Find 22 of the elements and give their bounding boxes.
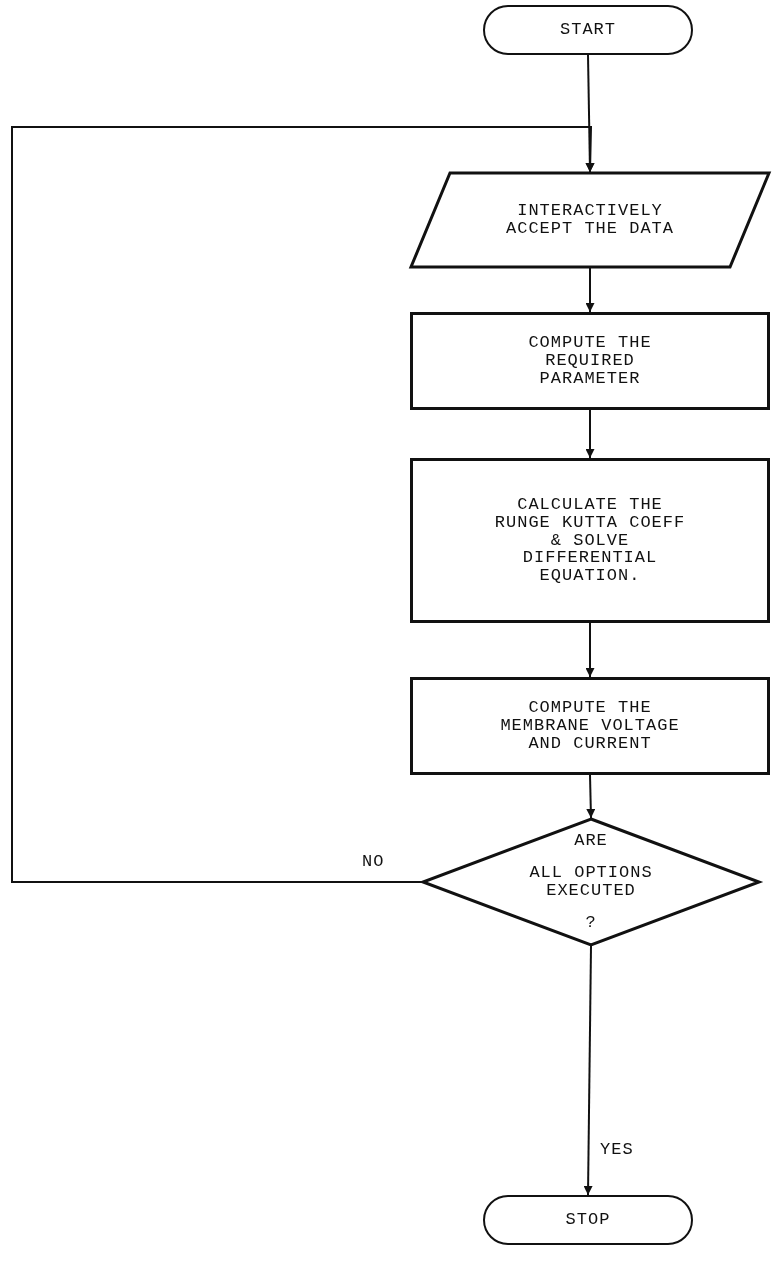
node-text: START: [560, 21, 616, 39]
arrow: [585, 622, 595, 678]
arrow: [11, 126, 595, 883]
decision-diamond: [422, 818, 760, 946]
process-box: [410, 312, 770, 410]
start-terminal: [483, 5, 693, 55]
process-box: [410, 677, 770, 775]
node-text: COMPUTE THE MEMBRANE VOLTAGE AND CURRENT: [499, 699, 681, 753]
node-text: ?: [585, 914, 597, 932]
stop-terminal: [483, 1195, 693, 1245]
input-parallelogram: [410, 172, 770, 268]
node-text: COMPUTE THE REQUIRED PARAMETER: [527, 334, 653, 388]
node-text: INTERACTIVELY ACCEPT THE DATA: [505, 202, 675, 238]
process-box: [410, 458, 770, 623]
arrow: [583, 945, 593, 1196]
node-text: ALL OPTIONS EXECUTED: [528, 864, 654, 900]
arrow: [586, 774, 596, 819]
arrow: [585, 267, 595, 313]
node-text: ARE: [574, 832, 608, 850]
arrow: [585, 409, 595, 459]
node-text: STOP: [565, 1211, 611, 1229]
node-text: CALCULATE THE RUNGE KUTTA COEFF & SOLVE DIFFERENTIAL EQUATION.: [493, 495, 687, 586]
